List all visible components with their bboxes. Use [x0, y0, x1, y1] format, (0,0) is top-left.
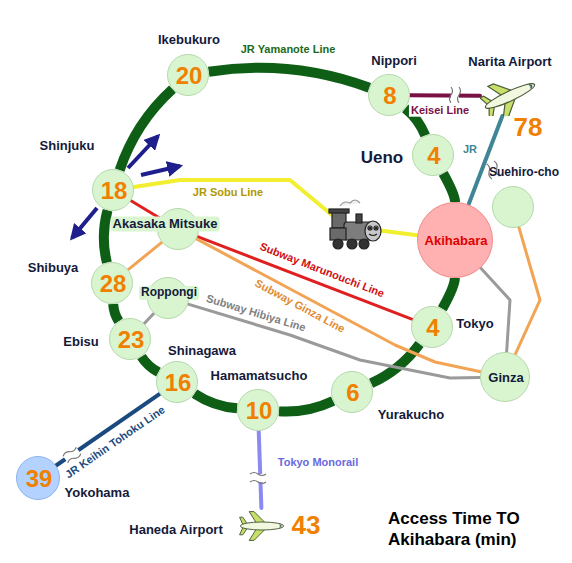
station-circle: Yurakucho6 [331, 371, 373, 413]
line-label: JR Keihin Tohoku Line [61, 402, 169, 482]
airport-name: Haneda Airport [129, 523, 222, 538]
station-circle: Ginza [480, 352, 530, 402]
ring-line-segment [279, 401, 333, 412]
station-name: Ebisu [63, 335, 98, 350]
station-name: Akihabara [425, 234, 488, 249]
station-circle: Shinjuku18 [92, 169, 134, 211]
rail-line [188, 304, 480, 378]
line-label: JR [461, 143, 479, 156]
station-name: Suehiro-cho [489, 166, 559, 180]
station-circle: Hamamatsucho10 [237, 389, 279, 431]
station-circle: Ebisu23 [109, 318, 151, 360]
ring-line-segment [194, 394, 237, 409]
access-time: 6 [346, 379, 359, 407]
station-name: Nippori [371, 54, 417, 69]
station-circle: Ueno4 [412, 134, 454, 176]
station-name: Ginza [488, 371, 523, 386]
station-circle: Nippori8 [368, 74, 410, 116]
ring-line-segment [104, 210, 108, 262]
station-circle: Yokohama39 [16, 456, 60, 500]
access-time: 4 [427, 142, 440, 170]
airport-name: Narita Airport [468, 55, 551, 70]
rail-line [56, 394, 160, 466]
station-circle: Shinagawa16 [156, 361, 198, 403]
rail-line [128, 242, 161, 269]
access-time: 16 [165, 369, 192, 397]
rail-line [259, 431, 262, 508]
access-time: 20 [176, 62, 203, 90]
airplane-icon [480, 76, 540, 116]
line-label: Keisei Line [409, 104, 471, 117]
ring-line-segment [442, 278, 455, 309]
ring-line-segment [120, 89, 173, 170]
ring-line-segment [141, 357, 158, 373]
access-time: 43 [292, 511, 321, 541]
station-name: Akasaka Mitsuke [111, 217, 220, 232]
station-name: Shinjuku [40, 139, 95, 154]
access-time: 28 [100, 270, 127, 298]
rail-line [410, 93, 480, 98]
airport-node: Haneda Airport43 [238, 508, 286, 544]
line-label: Tokyo Monorail [276, 456, 360, 469]
ring-line-segment [209, 68, 370, 88]
station-name: Roppongi [139, 286, 199, 300]
rail-line [515, 227, 540, 354]
steam-locomotive [329, 200, 381, 249]
diagram-title: Access Time TO Akihabara (min) [388, 508, 556, 551]
access-time: 78 [514, 113, 543, 143]
rail-line [481, 268, 510, 352]
access-time: 4 [426, 314, 439, 342]
station-circle: Suehiro-cho [492, 186, 534, 228]
station-name: Hamamatsucho [211, 369, 308, 384]
station-circle: Akasaka Mitsuke [157, 208, 199, 250]
station-circle: Roppongi [147, 277, 189, 319]
line-label: JR Yamanote Line [239, 43, 338, 56]
station-circle: Akihabara [417, 202, 493, 278]
station-name: Yokohama [65, 486, 130, 501]
station-name: Ikebukuro [158, 33, 220, 48]
station-circle: Tokyo4 [411, 306, 453, 348]
station-circle: Ikebukuro20 [167, 54, 209, 96]
access-time: 10 [246, 397, 273, 425]
ring-line-segment [113, 304, 119, 321]
airport-node: Narita Airport78 [480, 76, 540, 116]
line-label: JR Sobu Line [191, 186, 265, 199]
ring-line-segment [443, 173, 455, 202]
station-name: Ueno [361, 148, 404, 168]
access-time: 39 [26, 465, 53, 493]
station-name: Shinagawa [168, 344, 236, 359]
airplane-icon [238, 508, 286, 544]
station-name: Shibuya [28, 261, 79, 276]
access-time: 23 [118, 326, 145, 354]
rail-line [144, 313, 153, 323]
station-circle: Shibuya28 [91, 262, 133, 304]
access-time: 8 [383, 82, 396, 110]
station-name: Tokyo [456, 317, 493, 332]
station-name: Yurakucho [378, 408, 444, 423]
access-time: 18 [101, 177, 128, 205]
